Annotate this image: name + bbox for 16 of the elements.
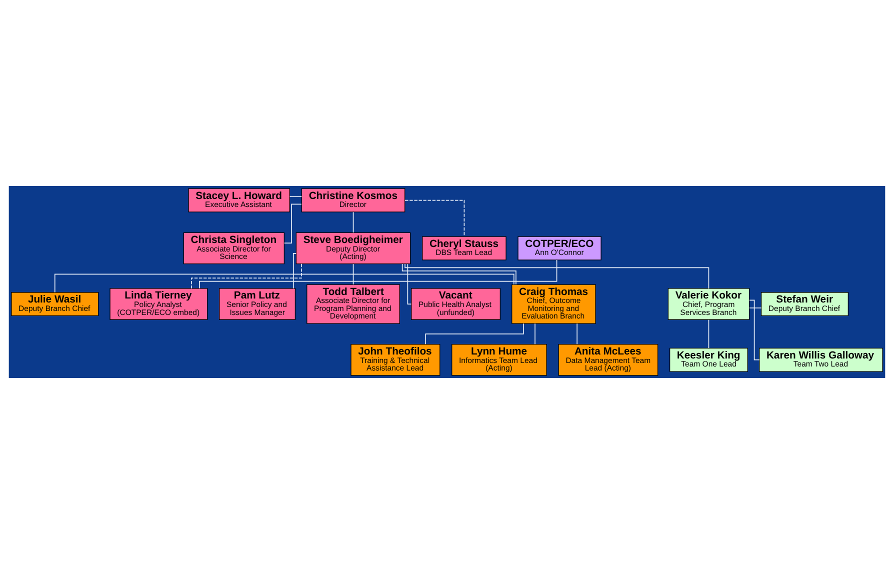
connector	[352, 264, 354, 285]
connector	[407, 264, 412, 304]
connector	[289, 196, 302, 197]
connector	[199, 260, 558, 289]
connector	[708, 319, 710, 348]
connector	[402, 264, 516, 285]
connector	[404, 200, 465, 237]
connector	[404, 264, 710, 289]
connector	[292, 253, 297, 289]
connector	[352, 212, 354, 233]
connector	[54, 274, 514, 293]
connector	[749, 300, 760, 360]
connector	[284, 204, 302, 244]
connector	[191, 263, 302, 289]
connector	[576, 323, 578, 345]
connector	[534, 323, 536, 345]
